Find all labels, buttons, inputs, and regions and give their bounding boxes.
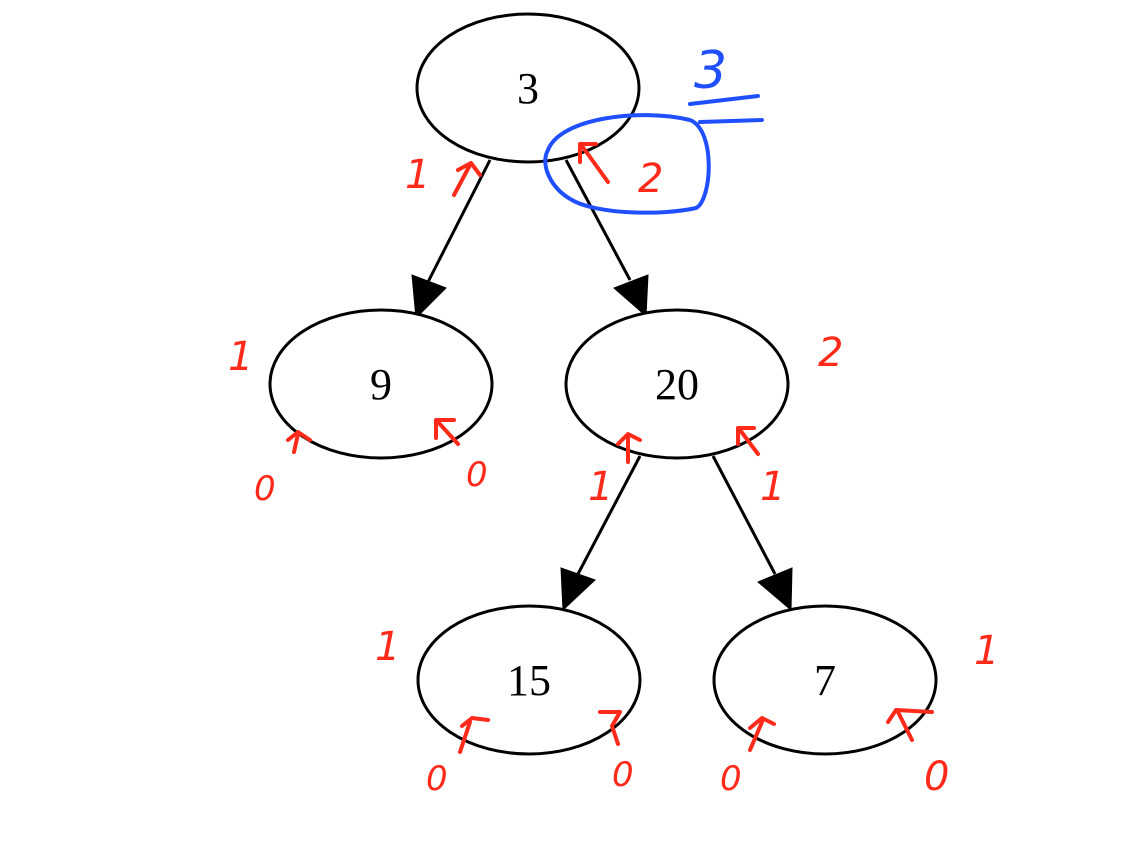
up-arrow-icon <box>434 418 460 446</box>
highlight-circle <box>543 113 711 215</box>
blue-annotations: 3 <box>543 41 764 215</box>
edge-20-to-7 <box>711 455 793 612</box>
n7-right-null: 0 <box>924 754 949 800</box>
tree-edges <box>411 159 793 612</box>
n20-depth: 2 <box>818 330 843 376</box>
node-3: 3 <box>415 12 641 164</box>
up-arrow-icon <box>286 430 312 454</box>
node-7-label: 7 <box>814 656 836 705</box>
up-arrow-icon <box>736 426 760 456</box>
edge-3-to-20 <box>564 159 649 318</box>
n15-left-null: 0 <box>426 759 448 799</box>
up-arrow-icon <box>458 716 490 754</box>
n20-left-count: 1 <box>588 464 613 510</box>
tree-nodes: 3 9 20 15 7 <box>268 12 938 756</box>
up-arrow-icon <box>578 142 610 184</box>
root-left-count: 1 <box>405 152 430 198</box>
up-arrow-icon <box>748 716 776 752</box>
n20-right-count: 1 <box>760 464 785 510</box>
edge-20-to-15 <box>560 455 642 612</box>
root-right-count: 2 <box>638 156 663 202</box>
double-underline <box>688 94 764 124</box>
n15-depth: 1 <box>375 624 400 670</box>
up-arrow-icon <box>886 708 934 742</box>
n9-right-null: 0 <box>466 455 488 495</box>
edge-3-to-9 <box>411 159 492 320</box>
up-arrow-icon <box>452 161 482 197</box>
n9-depth: 1 <box>228 334 253 380</box>
up-arrow-icon <box>598 710 622 746</box>
root-depth-result: 3 <box>694 41 727 101</box>
n9-left-null: 0 <box>254 469 276 509</box>
node-20: 20 <box>564 308 790 460</box>
n15-right-null: 0 <box>612 755 634 795</box>
node-15: 15 <box>416 604 642 756</box>
node-9-label: 9 <box>370 360 392 409</box>
node-20-label: 20 <box>655 360 699 409</box>
node-15-label: 15 <box>507 656 551 705</box>
red-annotations: 1 2 1 0 0 2 1 1 1 0 0 1 0 0 <box>228 142 999 800</box>
node-3-label: 3 <box>517 64 539 113</box>
n7-depth: 1 <box>974 628 999 674</box>
n7-left-null: 0 <box>720 759 742 799</box>
up-arrow-icon <box>616 432 642 464</box>
node-7: 7 <box>712 604 938 756</box>
